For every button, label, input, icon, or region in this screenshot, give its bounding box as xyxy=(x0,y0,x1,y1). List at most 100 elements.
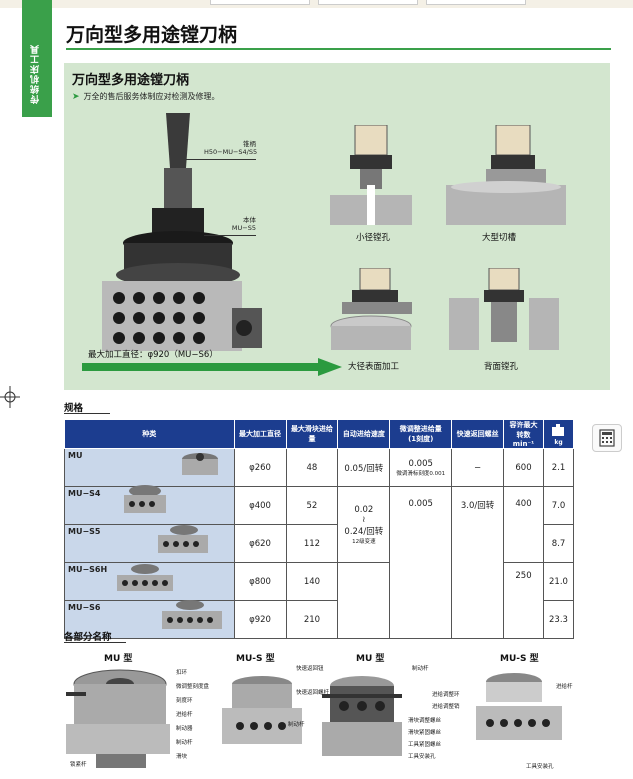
table-row: MU−S6 φ920 210 23.3 xyxy=(64,600,575,639)
type-cell: MU−S6H xyxy=(64,562,235,601)
diameter-cell: φ400 xyxy=(233,486,287,525)
parts-mu-illustration-2 xyxy=(322,676,402,756)
rpm-cell: 400 xyxy=(503,486,544,563)
part-label: 进给调整销 xyxy=(432,704,460,710)
rapid-cell: − xyxy=(451,448,505,487)
parts-mus-illustration xyxy=(222,676,302,744)
col-type: 种类 xyxy=(64,419,235,449)
kg-cell: 2.1 xyxy=(542,448,575,487)
type-label: MU−S4 xyxy=(68,489,101,498)
hero-subtitle: ➤万全的售后服务体制应对检测及修理。 xyxy=(72,91,220,102)
col-fine-sub: (1刻度) xyxy=(408,435,434,443)
scene-small-bore xyxy=(330,125,412,225)
kg-cell: 7.0 xyxy=(542,486,575,525)
hero-subtitle-text: 万全的售后服务体制应对检测及修理。 xyxy=(83,92,220,101)
part-label: 制动杆 xyxy=(412,666,429,672)
caption-small-bore: 小径镗孔 xyxy=(356,233,391,243)
spec-section-underline xyxy=(64,413,110,414)
callout-body-line xyxy=(204,235,256,236)
type-label: MU xyxy=(68,451,83,460)
parts-mu-illustration xyxy=(66,669,170,768)
part-label: 工具安装孔 xyxy=(408,754,436,760)
part-label: 工具安装孔 xyxy=(526,764,554,770)
product-image-mu-s6 xyxy=(161,600,222,629)
callout-body-name: 本体 xyxy=(243,216,256,224)
product-image-mu-s6h xyxy=(117,564,173,591)
type-cell: MU xyxy=(64,448,235,487)
fine-cell: 0.005 xyxy=(389,486,453,639)
arrow-icon: ➤ xyxy=(72,92,80,102)
calculator-button[interactable] xyxy=(592,424,622,452)
callout-shank: 锥柄 H50−MU−S4/S5 xyxy=(204,140,258,156)
feed-note: 12级变速 xyxy=(352,538,376,545)
table-row: MU−S5 φ620 112 8.7 xyxy=(64,524,575,563)
part-label: 制动器 xyxy=(176,726,193,732)
rpm-cell: 600 xyxy=(503,448,544,487)
callout-shank-code: H50−MU−S4/S5 xyxy=(204,148,258,156)
part-label: 制动杆 xyxy=(176,740,193,746)
callout-body: 本体 MU−S5 xyxy=(212,216,256,232)
col-weight-unit: kg xyxy=(554,438,563,446)
side-category-label: 传统机床工具 xyxy=(31,44,41,104)
spec-table: 种类 最大加工直径 最大滑块进给量 自动进给速度 微调整进给量(1刻度) 快速返… xyxy=(64,419,575,639)
stroke-cell: 52 xyxy=(285,486,339,525)
part-label: 快速返回螺杆 xyxy=(296,690,330,696)
part-label: 工具紧固螺丝 xyxy=(408,742,442,748)
part-label: 进给杆 xyxy=(176,712,193,718)
caption-large-face: 大径表面加工 xyxy=(348,362,400,372)
side-tab-base xyxy=(22,112,52,117)
rapid-cell: 3.0/回转 xyxy=(451,486,505,639)
part-label: 滑块紧固螺丝 xyxy=(408,730,442,736)
feed-cell: 0.02 ≀ 0.24/回转 12级变速 xyxy=(337,486,391,563)
feed-cell: 0.05/回转 xyxy=(337,448,391,487)
diameter-cell: φ800 xyxy=(233,562,287,601)
top-strip xyxy=(0,0,633,8)
feed-max: 0.24/回转 xyxy=(344,526,384,537)
scene-large-face xyxy=(330,268,412,350)
product-image-mu-s4 xyxy=(124,485,166,513)
stroke-cell: 140 xyxy=(285,562,339,601)
part-label: 滑块 xyxy=(176,754,188,760)
type-label: MU−S5 xyxy=(68,527,101,536)
scene-back-bore xyxy=(449,268,559,350)
col-diameter: 最大加工直径 xyxy=(233,419,287,449)
parts-title-mus-1: MU-S 型 xyxy=(236,654,275,664)
callout-shank-line xyxy=(186,159,256,160)
top-tab xyxy=(318,0,418,5)
product-image-mu-s5 xyxy=(157,525,208,553)
feed-cell-empty xyxy=(337,562,391,639)
spec-section-title: 规格 xyxy=(64,403,84,414)
part-label: 微调整刻度盘 xyxy=(176,684,210,690)
col-rpm-label: 容许最大转数 xyxy=(509,421,538,439)
feed-tilde: ≀ xyxy=(362,514,366,525)
part-label: 制动杆 xyxy=(288,722,305,728)
col-rapid: 快速返回螺丝 xyxy=(451,419,505,449)
fine-note: 微调滑标刻度0.001 xyxy=(396,470,446,477)
type-cell: MU−S5 xyxy=(64,524,235,563)
col-weight: kg xyxy=(542,419,575,449)
stroke-cell: 48 xyxy=(285,448,339,487)
fine-value: 0.005 xyxy=(408,458,433,469)
kg-cell: 21.0 xyxy=(542,562,575,601)
hero-panel: 万向型多用途镗刀柄 ➤万全的售后服务体制应对检测及修理。 锥柄 H50−MU−S… xyxy=(64,63,610,390)
parts-title-mu-2: MU 型 xyxy=(356,654,385,664)
table-row: MU−S6H φ800 140 250 21.0 xyxy=(64,562,575,639)
col-feed: 自动进给速度 xyxy=(337,419,391,449)
type-label: MU−S6 xyxy=(68,603,101,612)
col-fine: 微调整进给量(1刻度) xyxy=(389,419,453,449)
side-category-tab: 传统机床工具 xyxy=(22,0,52,112)
type-cell: MU−S6 xyxy=(64,600,235,639)
table-row: MU−S4 φ400 52 0.02 ≀ 0.24/回转 12级变速 0.005… xyxy=(64,485,575,639)
crosshair-icon xyxy=(0,386,20,408)
top-tab xyxy=(426,0,526,5)
feed-min: 0.02 xyxy=(354,504,374,515)
parts-mus-illustration-2 xyxy=(476,673,562,740)
part-label: 进给杆 xyxy=(556,684,573,690)
parts-title-mus-2: MU-S 型 xyxy=(500,654,539,664)
part-label: 扣环 xyxy=(176,670,188,676)
page-title: 万向型多用途镗刀柄 xyxy=(66,24,238,46)
part-label: 滑块调整螺丝 xyxy=(408,718,442,724)
